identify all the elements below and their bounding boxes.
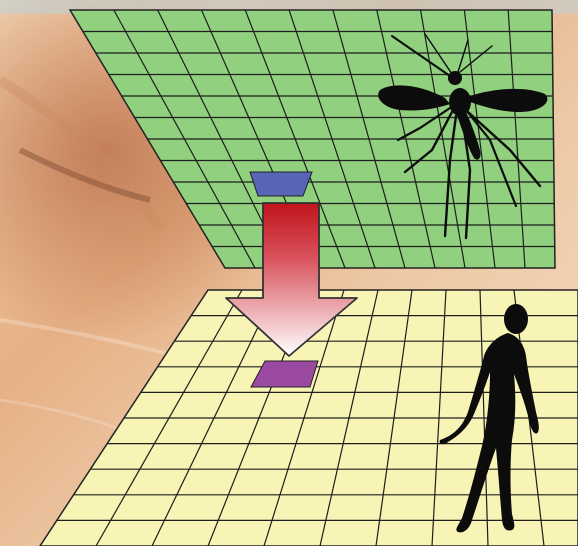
vector-cell (250, 172, 312, 196)
